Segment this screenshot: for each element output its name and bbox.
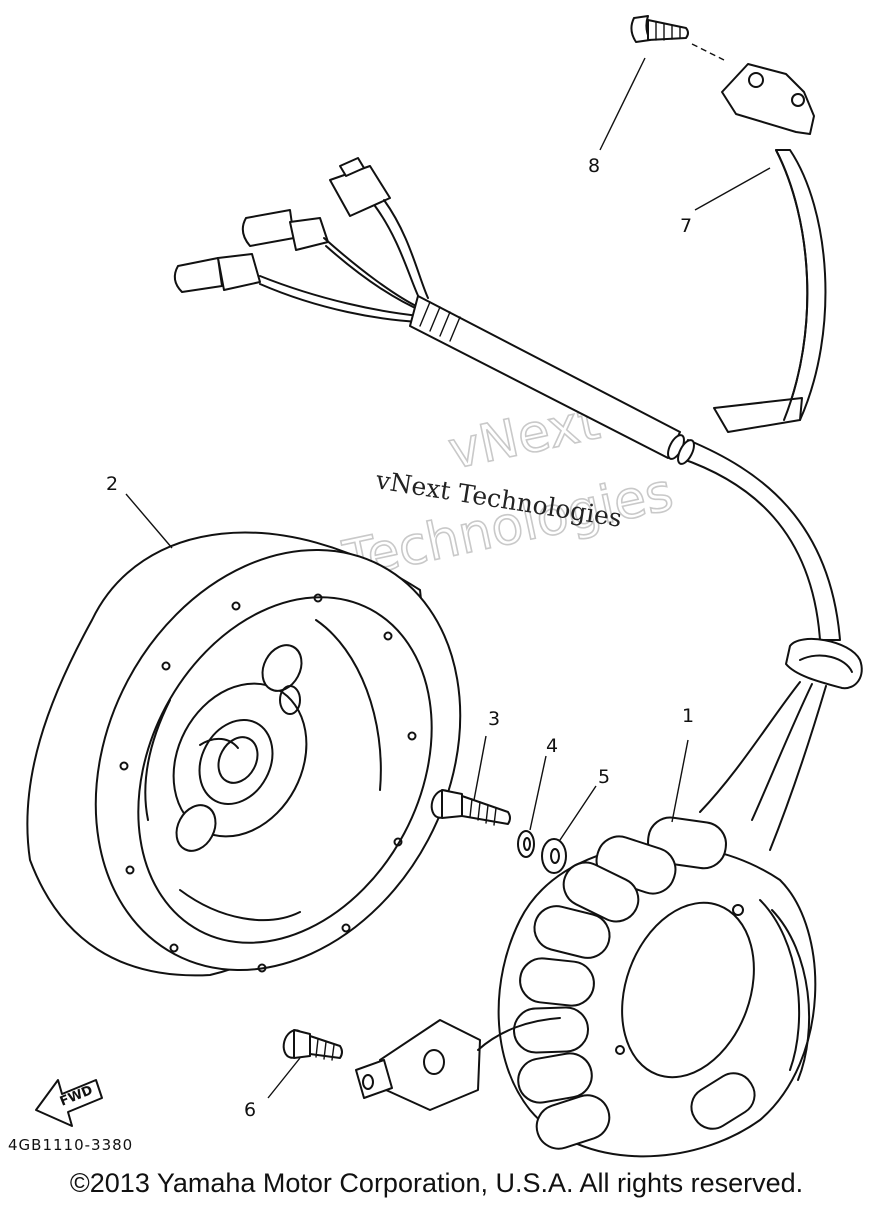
leader-6: [267, 1057, 301, 1099]
leader-5: [559, 785, 597, 841]
callout-4: 4: [546, 735, 558, 757]
leader-3: [473, 735, 487, 801]
lock-washer-part-4: [517, 830, 535, 858]
leader-4: [529, 755, 547, 831]
stator-part-1: [355, 816, 817, 1158]
screw-part-8: [630, 15, 725, 61]
copyright-notice: ©2013 Yamaha Motor Corporation, U.S.A. A…: [69, 1168, 804, 1198]
callout-6: 6: [244, 1099, 256, 1121]
callout-3: 3: [488, 708, 500, 730]
bracket-part-7: [713, 63, 827, 433]
callout-7: 7: [680, 215, 692, 237]
leader-1: [671, 739, 689, 823]
leader-7: [694, 167, 771, 211]
leader-2: [125, 493, 173, 549]
rotor-part-2: [26, 531, 462, 977]
washer-part-5: [541, 838, 567, 874]
callout-8: 8: [588, 155, 600, 177]
callout-5: 5: [598, 766, 610, 788]
leader-8: [599, 57, 646, 151]
wire-harness: [173, 157, 863, 851]
callout-2: 2: [106, 473, 118, 495]
screw-part-6: [282, 1029, 343, 1061]
fwd-arrow-icon: FWD: [35, 1079, 103, 1127]
bolt-part-3: [430, 789, 511, 826]
part-code: 4GB1110-3380: [8, 1136, 133, 1154]
callout-1: 1: [682, 705, 694, 727]
